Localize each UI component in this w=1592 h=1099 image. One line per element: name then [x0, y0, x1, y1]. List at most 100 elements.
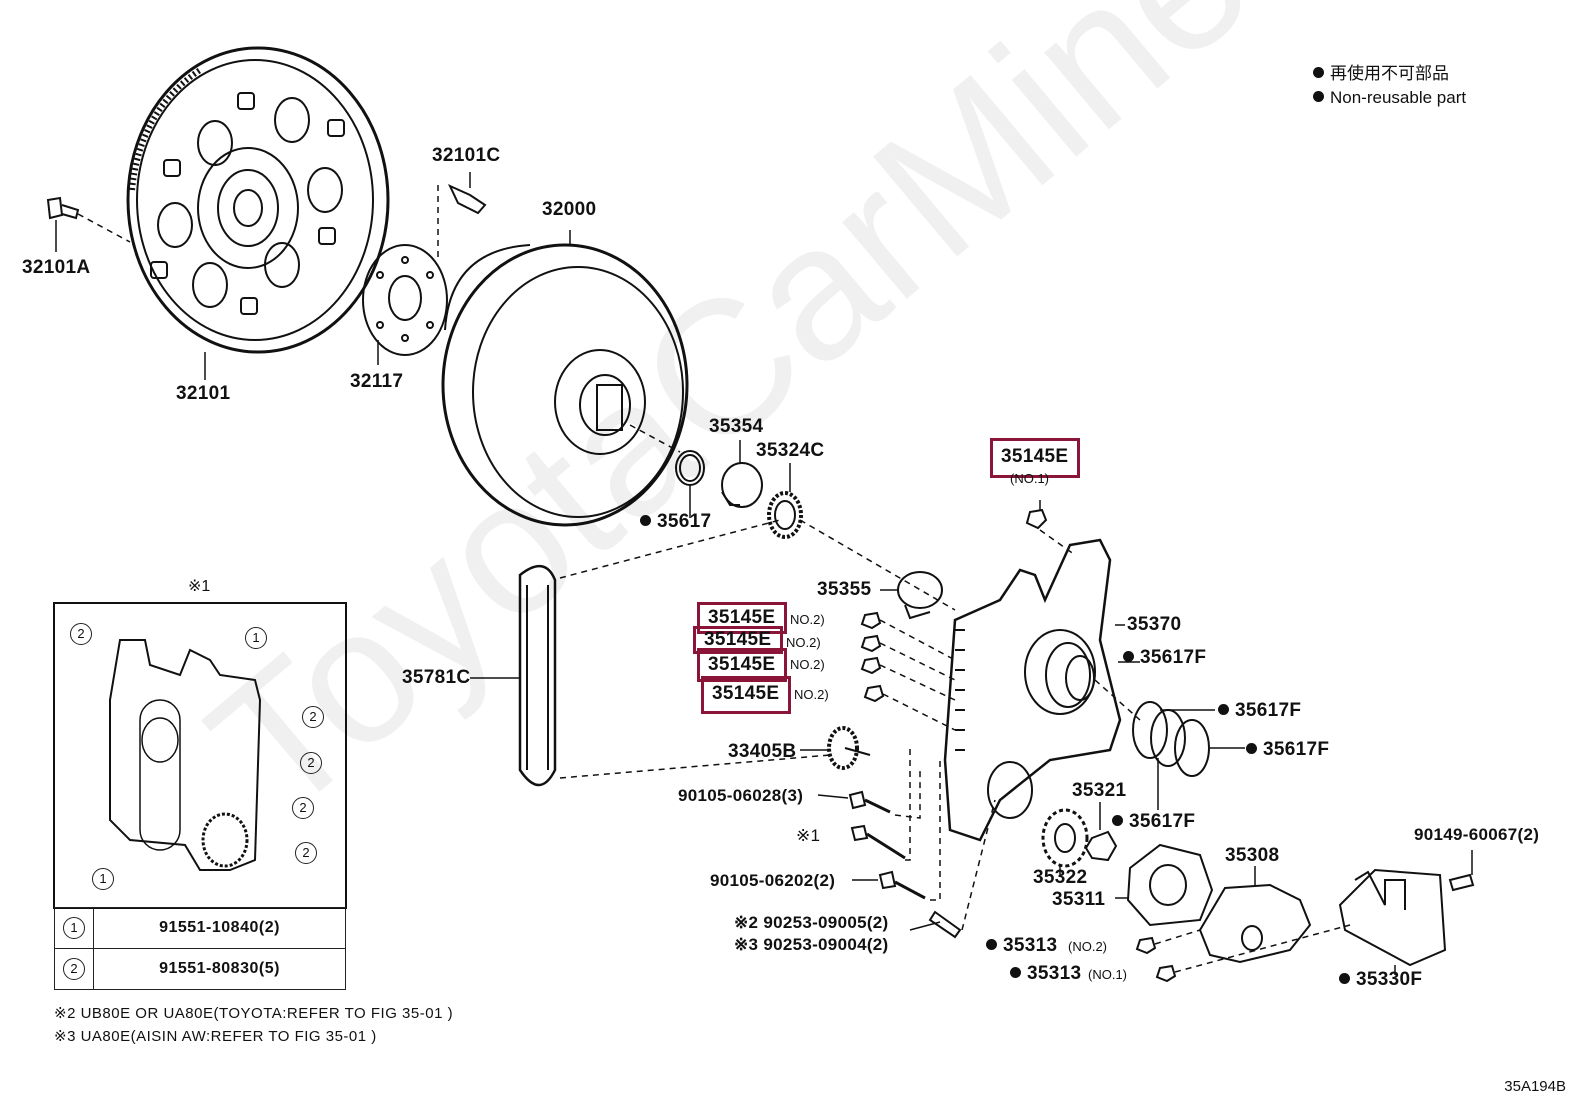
- inset-callout: 2: [302, 706, 324, 728]
- figure-code: 35A194B: [1504, 1078, 1566, 1095]
- label-90105-06028[interactable]: 90105-06028(3): [678, 786, 804, 805]
- label-35145E-4[interactable]: 35145E: [708, 654, 776, 675]
- label-35617[interactable]: 35617: [640, 512, 711, 531]
- inset-callout: 2: [70, 623, 92, 645]
- highlight-box-35145E-3: [693, 626, 783, 654]
- chain-35781C-icon: [470, 519, 831, 787]
- table-cell-part[interactable]: 91551-80830(5): [93, 948, 346, 990]
- non-reusable-dot-icon: [986, 939, 997, 950]
- non-reusable-dot-icon: [1218, 704, 1229, 715]
- label-35145E-3[interactable]: 35145E: [704, 629, 772, 650]
- bolt-90149-icon: [1448, 850, 1475, 892]
- label-35354[interactable]: 35354: [709, 416, 764, 437]
- inset-title: ※1: [188, 578, 211, 595]
- label-35617F-3[interactable]: 35617F: [1246, 740, 1329, 759]
- non-reusable-dot-icon: [640, 515, 651, 526]
- highlight-box-35145E-4: [697, 648, 787, 682]
- table-row: 2 91551-80830(5): [54, 948, 346, 990]
- bullet-icon: [1313, 91, 1324, 102]
- label-35617F-2[interactable]: 35617F: [1218, 701, 1301, 720]
- label-no2-e: (NO.2): [1068, 939, 1107, 954]
- legend-en-text: Non-reusable part: [1330, 88, 1467, 107]
- legend-row-jp: 再使用不可部品: [1313, 62, 1466, 86]
- label-32101A[interactable]: 32101A: [22, 257, 91, 278]
- label-32000[interactable]: 32000: [542, 199, 597, 220]
- inset-callout: 1: [245, 627, 267, 649]
- washer-35313-icon: [1135, 924, 1351, 983]
- table-cell-num: 2: [54, 948, 94, 990]
- non-reusable-dot-icon: [1246, 743, 1257, 754]
- snap-ring-35354-icon: [721, 440, 763, 508]
- bolt-32101C-icon: [437, 172, 487, 260]
- label-35145E-2[interactable]: 35145E: [708, 607, 776, 628]
- seal-rings-35617F-icon: [1094, 661, 1245, 810]
- label-35313-no1[interactable]: 35313: [1010, 964, 1081, 983]
- label-32101[interactable]: 32101: [176, 383, 231, 404]
- label-35370[interactable]: 35370: [1127, 614, 1182, 635]
- gear-35322-icon: [1041, 808, 1089, 875]
- cover-35308-icon: [1198, 866, 1312, 964]
- label-no1-a: (NO.1): [1010, 471, 1049, 486]
- label-no2-c: NO.2): [790, 657, 825, 672]
- table-cell-part[interactable]: 91551-10840(2): [93, 907, 346, 949]
- legend: 再使用不可部品 Non-reusable part: [1313, 62, 1466, 110]
- drive-plate-32117-icon: [362, 244, 448, 365]
- highlight-box-35145E-no1: [990, 438, 1080, 478]
- highlight-box-35145E-5: [701, 676, 791, 714]
- label-35617F-4[interactable]: 35617F: [1112, 812, 1195, 831]
- table-cell-num: 1: [54, 907, 94, 949]
- label-ref1: ※1: [796, 826, 821, 845]
- inset-callout: 2: [300, 752, 322, 774]
- label-90253-09005[interactable]: ※2 90253-09005(2): [734, 913, 889, 932]
- footnote-3: ※3 UA80E(AISIN AW:REFER TO FIG 35-01 ): [54, 1028, 377, 1045]
- strainer-35330F-icon: [1338, 868, 1447, 975]
- drive-plate-icon: [126, 46, 390, 380]
- label-90253-09004[interactable]: ※3 90253-09004(2): [734, 935, 889, 954]
- pump-housing-35370-icon: [943, 538, 1125, 842]
- bolt-90105-06202-icon: [852, 760, 941, 901]
- inset-callout: 2: [292, 797, 314, 819]
- label-32101C[interactable]: 32101C: [432, 145, 501, 166]
- ring-35355-icon: [799, 519, 956, 620]
- label-35781C[interactable]: 35781C: [402, 667, 471, 688]
- non-reusable-dot-icon: [1339, 973, 1350, 984]
- bolt-32101A-icon: [46, 196, 131, 252]
- label-35145E-5[interactable]: 35145E: [712, 683, 780, 704]
- label-35321[interactable]: 35321: [1072, 780, 1127, 801]
- inset-diagram: [53, 602, 347, 909]
- table-row: 1 91551-10840(2): [54, 907, 346, 949]
- gear-33405B-icon: [800, 726, 871, 770]
- non-reusable-dot-icon: [1112, 815, 1123, 826]
- pump-body-35311-icon: [1115, 843, 1214, 927]
- label-35355[interactable]: 35355: [817, 579, 872, 600]
- label-32117[interactable]: 32117: [350, 371, 404, 392]
- label-35324C[interactable]: 35324C: [756, 440, 825, 461]
- label-no2-a: NO.2): [790, 612, 825, 627]
- sprocket-35324C-icon: [767, 463, 803, 539]
- label-33405B[interactable]: 33405B: [728, 741, 797, 762]
- legend-row-en: Non-reusable part: [1313, 86, 1466, 110]
- label-90105-06202[interactable]: 90105-06202(2): [710, 871, 836, 890]
- inset-callout: 2: [295, 842, 317, 864]
- label-35617F-1[interactable]: 35617F: [1123, 648, 1206, 667]
- footnote-2: ※2 UB80E OR UA80E(TOYOTA:REFER TO FIG 35…: [54, 1005, 454, 1022]
- label-35311[interactable]: 35311: [1052, 889, 1106, 910]
- label-35308[interactable]: 35308: [1225, 845, 1280, 866]
- o-ring-35617-icon: [675, 450, 705, 518]
- inset-callout: 1: [92, 868, 114, 890]
- label-35313-no2[interactable]: 35313: [986, 936, 1057, 955]
- nut-no1-icon: [1025, 500, 1076, 556]
- label-35330F[interactable]: 35330F: [1339, 970, 1422, 989]
- label-90149-60067[interactable]: 90149-60067(2): [1414, 825, 1540, 844]
- legend-jp-text: 再使用不可部品: [1330, 64, 1449, 83]
- bullet-icon: [1313, 67, 1324, 78]
- label-35322[interactable]: 35322: [1033, 867, 1088, 888]
- label-no2-b: NO.2): [786, 635, 821, 650]
- torque-converter-icon: [441, 230, 689, 527]
- pin-90253-icon: [909, 799, 996, 939]
- label-35145E-no1[interactable]: 35145E: [1001, 446, 1069, 467]
- non-reusable-dot-icon: [1123, 651, 1134, 662]
- highlight-box-35145E-2: [697, 602, 787, 634]
- bolt-ref1-icon: [850, 745, 911, 861]
